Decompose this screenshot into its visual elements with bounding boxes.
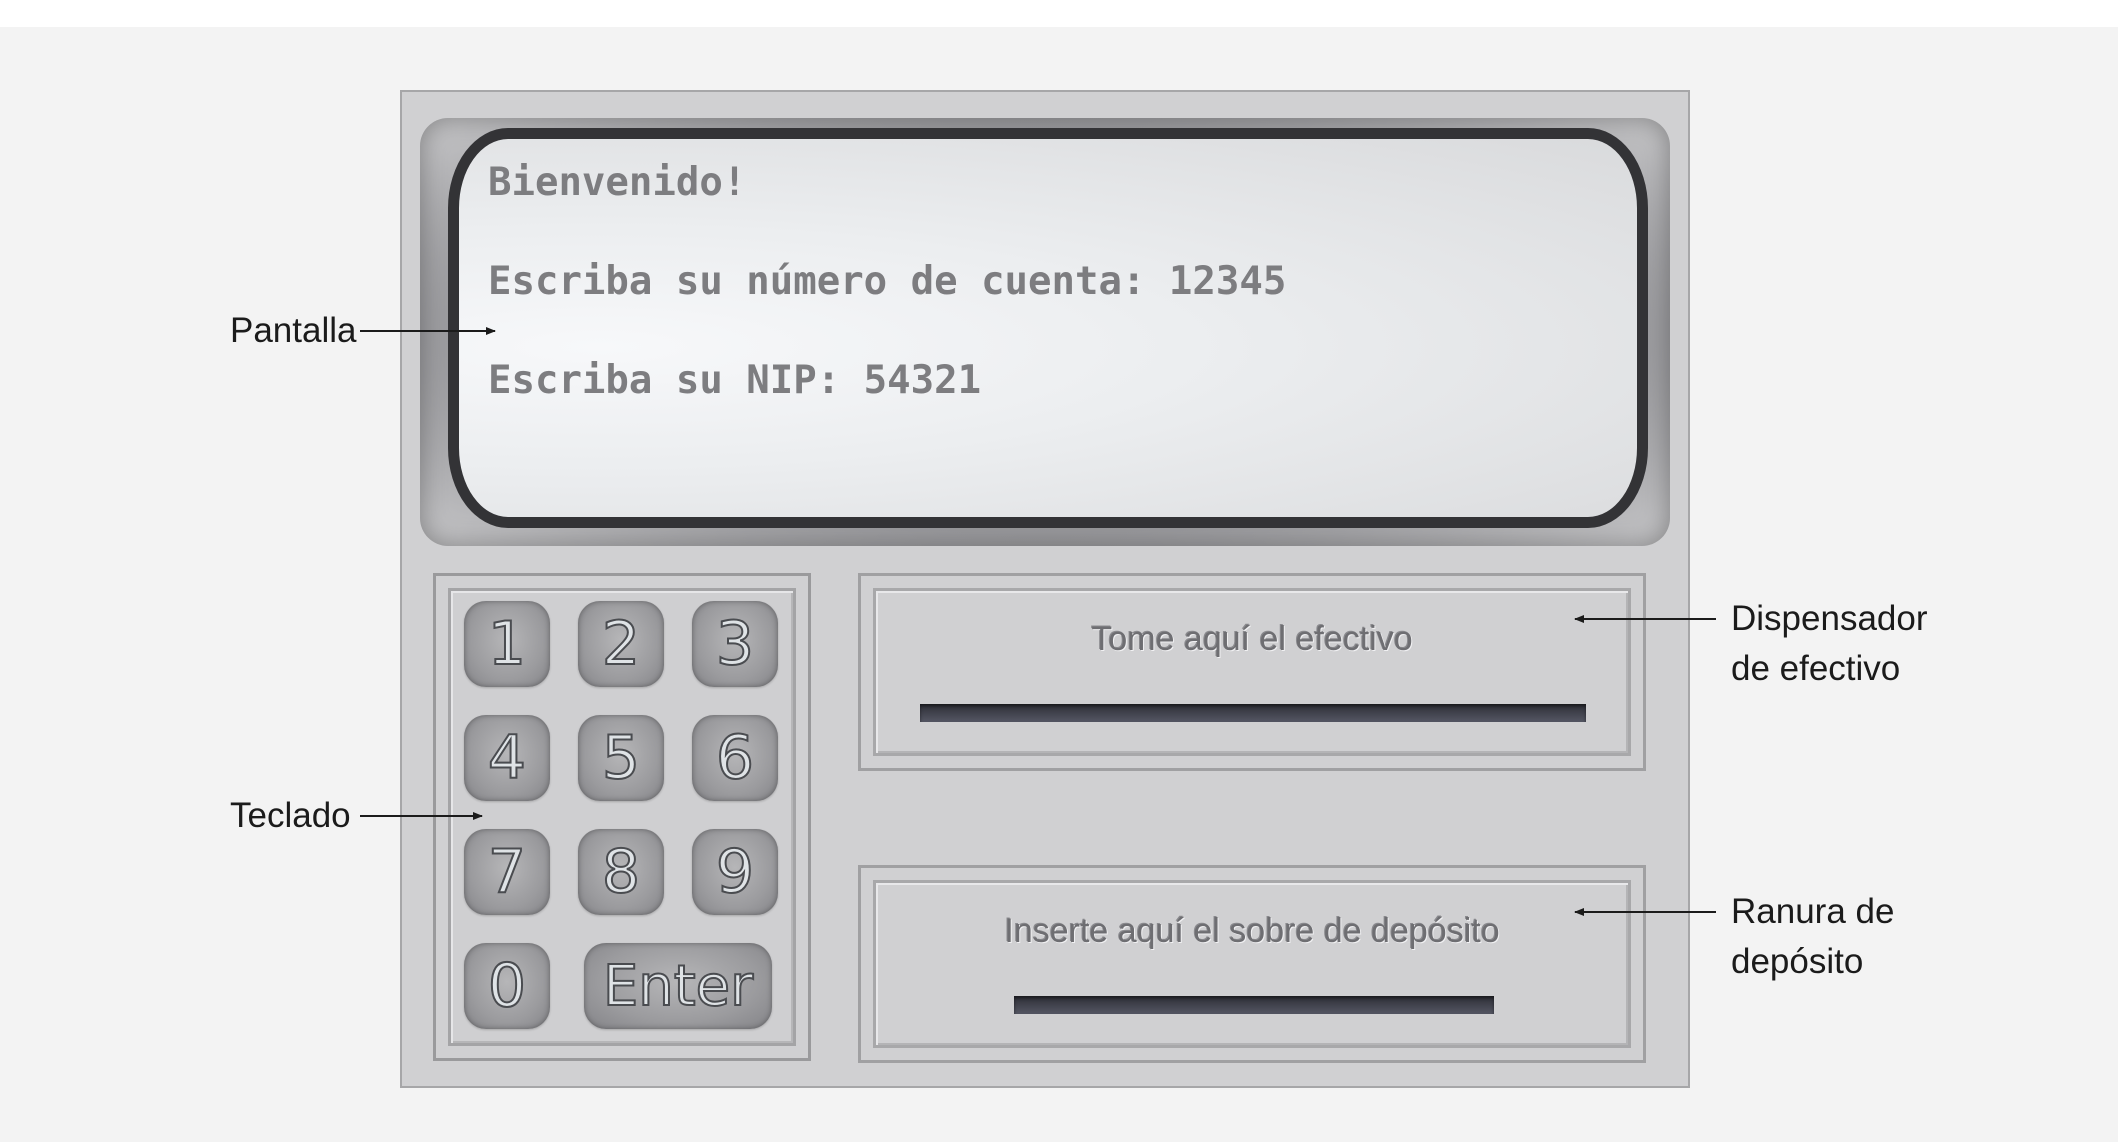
deposit-slot: Inserte aquí el sobre de depósito (858, 865, 1646, 1063)
screen-pin-prompt: Escriba su NIP: 54321 (488, 358, 982, 403)
screen-account-prompt: Escriba su número de cuenta: 12345 (488, 259, 1287, 304)
callout-dispenser-line2: de efectivo (1731, 649, 1901, 688)
key-2[interactable]: 2 (578, 601, 664, 687)
key-4[interactable]: 4 (464, 715, 550, 801)
key-8[interactable]: 8 (578, 829, 664, 915)
key-1[interactable]: 1 (464, 601, 550, 687)
callout-dispenser-line1: Dispensador (1731, 599, 1928, 638)
callout-deposit-line1: Ranura de (1731, 892, 1895, 931)
deposit-slot-inset (873, 880, 1631, 1048)
key-9[interactable]: 9 (692, 829, 778, 915)
cash-dispenser-label: Tome aquí el efectivo (1091, 620, 1413, 658)
cash-dispenser: Tome aquí el efectivo (858, 573, 1646, 771)
deposit-slot-label: Inserte aquí el sobre de depósito (1004, 912, 1500, 950)
callout-screen: Pantalla (230, 311, 357, 350)
key-3[interactable]: 3 (692, 601, 778, 687)
atm-screen (448, 128, 1648, 528)
enter-key[interactable]: Enter (584, 943, 772, 1029)
cash-dispenser-inset (873, 588, 1631, 756)
key-7[interactable]: 7 (464, 829, 550, 915)
deposit-envelope-slot[interactable] (1014, 996, 1494, 1014)
screen-welcome-text: Bienvenido! (488, 160, 747, 205)
key-6[interactable]: 6 (692, 715, 778, 801)
key-5[interactable]: 5 (578, 715, 664, 801)
cash-dispenser-slot[interactable] (920, 704, 1586, 722)
callout-deposit-line2: depósito (1731, 942, 1864, 981)
key-0[interactable]: 0 (464, 943, 550, 1029)
callout-keypad: Teclado (230, 796, 351, 835)
